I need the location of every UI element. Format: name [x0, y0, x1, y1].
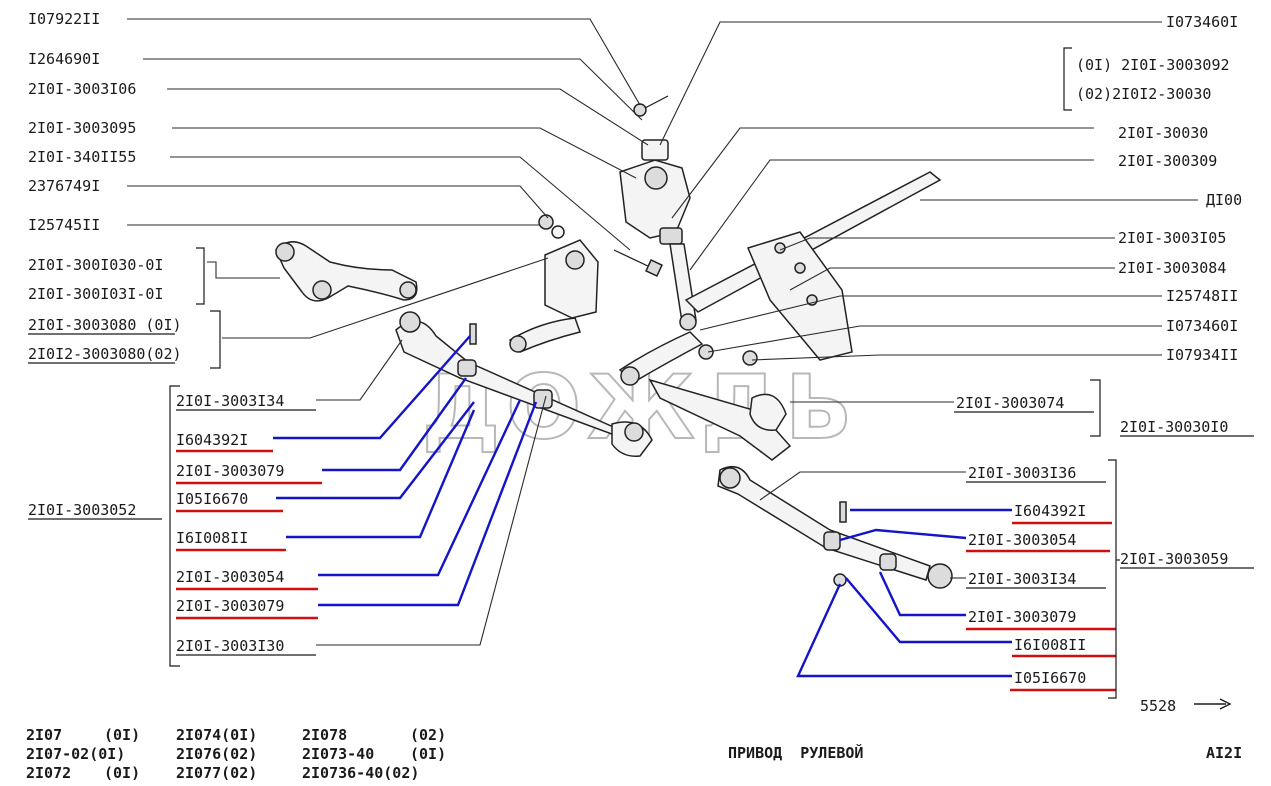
label-1051667-left: I05I6670	[176, 490, 248, 508]
model-r1-c2: 2I076(02)	[176, 745, 257, 763]
model-r0-c2: 2I074(0I)	[176, 726, 257, 744]
label-3003079-right: 2I0I-3003079	[968, 608, 1076, 626]
model-r2-c0: 2I072	[26, 764, 71, 782]
model-r0-c4: (02)	[410, 726, 446, 744]
label-3003092-01: (0I) 2I0I-3003092	[1076, 56, 1230, 74]
label-3003130: 2I0I-3003I30	[176, 637, 284, 655]
label-1073460-top: I073460I	[1166, 13, 1238, 31]
label-3003084: 2I0I-3003084	[1118, 259, 1226, 277]
label-3003079-left-b: 2I0I-3003079	[176, 597, 284, 615]
label-1073460-mid: I073460I	[1166, 317, 1238, 335]
label-3003134-right: 2I0I-3003I34	[968, 570, 1076, 588]
model-r2-c3: 2I0736-40(02)	[302, 764, 419, 782]
label-1257451: I25745II	[28, 216, 100, 234]
label-3003054-right: 2I0I-3003054	[968, 531, 1076, 549]
labels-right: I073460I (0I) 2I0I-3003092 (02)2I0I2-300…	[956, 13, 1242, 715]
footer: 2I07 (0I) 2I074(0I) 2I078 (02) 2I07-02(0…	[26, 726, 1242, 782]
model-r0-c1: (0I)	[104, 726, 140, 744]
model-r2-c2: 2I077(02)	[176, 764, 257, 782]
underlines	[28, 333, 1254, 692]
label-3003092-02: (02)2I0I2-30030	[1076, 85, 1211, 103]
label-3003054-left: 2I0I-3003054	[176, 568, 284, 586]
label-2376749: 2376749I	[28, 177, 100, 195]
label-3001031: 2I0I-300I03I-0I	[28, 285, 163, 303]
label-1079221: I07922II	[28, 10, 100, 28]
label-1264690: I264690I	[28, 50, 100, 68]
label-3003105: 2I0I-3003I05	[1118, 229, 1226, 247]
label-3003136: 2I0I-3003I36	[968, 464, 1076, 482]
model-r1-c4: (0I)	[410, 745, 446, 763]
brackets	[169, 47, 1120, 699]
label-3003134-left: 2I0I-3003I34	[176, 392, 284, 410]
label-3003080-02: 2I0I2-3003080(02)	[28, 345, 182, 363]
label-1604392-left: I604392I	[176, 431, 248, 449]
label-3003095: 2I0I-3003095	[28, 119, 136, 137]
label-3003079-left-a: 2I0I-3003079	[176, 462, 284, 480]
labels-left: I07922II I264690I 2I0I-3003I06 2I0I-3003…	[28, 10, 284, 655]
label-3003059: 2I0I-3003059	[1120, 550, 1228, 568]
label-3401155: 2I0I-340II55	[28, 148, 136, 166]
sheet-code: AI2I	[1206, 744, 1242, 762]
model-r2-c1: (0I)	[104, 764, 140, 782]
label-1257481: I25748II	[1166, 287, 1238, 305]
arrow-head-icon	[1219, 698, 1232, 710]
parts-drawing	[275, 95, 953, 589]
highlight-lines	[273, 335, 1012, 678]
label-3003106: 2I0I-3003I06	[28, 80, 136, 98]
leader-lines	[127, 18, 1198, 646]
model-r0-c3: 2I078	[302, 726, 347, 744]
diagram-title: ПРИВОД РУЛЕВОЙ	[728, 743, 863, 762]
label-1610081-right: I6I008II	[1014, 636, 1086, 654]
label-3003052: 2I0I-3003052	[28, 501, 136, 519]
label-1610081-left: I6I008II	[176, 529, 248, 547]
label-30030: 2I0I-30030	[1118, 124, 1208, 142]
model-r1-c3: 2I073-40	[302, 745, 374, 763]
figure-number: 5528	[1140, 697, 1176, 715]
model-r0-c0: 2I07	[26, 726, 62, 744]
label-3003074: 2I0I-3003074	[956, 394, 1064, 412]
label-d100: ДI00	[1206, 191, 1242, 209]
label-3003010: 2I0I-30030I0	[1120, 418, 1228, 436]
label-3003080-01: 2I0I-3003080 (0I)	[28, 316, 182, 334]
model-r1-c0: 2I07-02(0I)	[26, 745, 125, 763]
label-1079341: I07934II	[1166, 346, 1238, 364]
label-3001030: 2I0I-300I030-0I	[28, 256, 163, 274]
label-1051667-right: I05I6670	[1014, 669, 1086, 687]
label-3003098: 2I0I-300309	[1118, 152, 1217, 170]
label-1604392-right: I604392I	[1014, 502, 1086, 520]
